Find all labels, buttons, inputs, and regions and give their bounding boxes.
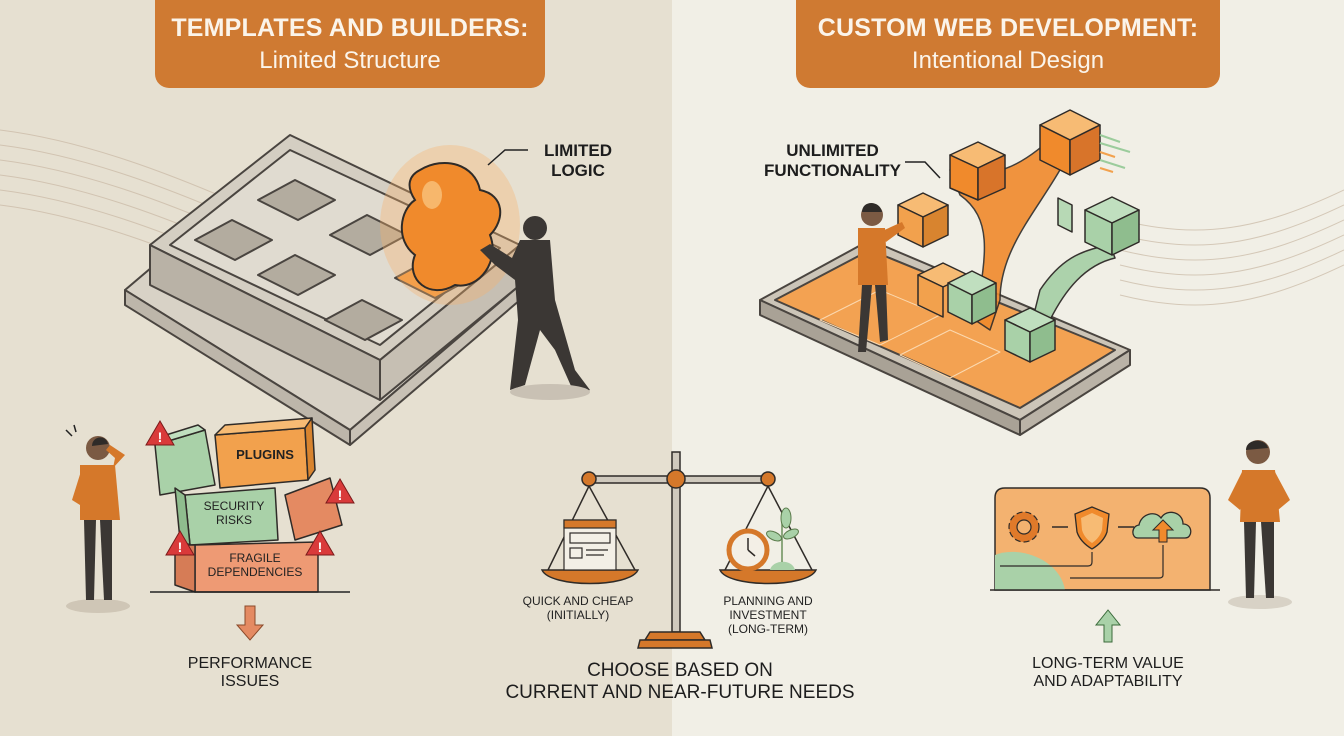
label-line: CURRENT AND NEAR-FUTURE NEEDS	[505, 681, 855, 703]
unlimited-functionality-callout-line	[905, 161, 941, 179]
template-tray	[124, 134, 521, 446]
custom-dev-banner: CUSTOM WEB DEVELOPMENT: Intentional Desi…	[796, 0, 1220, 88]
fragile-dependencies-label: FRAGILE DEPENDENCIES	[195, 551, 315, 580]
label-line: PERFORMANCE	[187, 655, 313, 672]
box-stack	[149, 417, 350, 593]
shield-icon	[1074, 506, 1110, 550]
callout-line: UNLIMITED	[786, 141, 879, 160]
custom-dev-banner-subtitle: Intentional Design	[911, 47, 1105, 74]
warning-icons: ! ! ! !	[145, 420, 355, 556]
limited-logic-callout-line	[487, 149, 528, 166]
value-panel	[990, 487, 1220, 591]
templates-banner-subtitle: Limited Structure	[259, 47, 441, 74]
balance-scale	[540, 451, 818, 649]
warning-icon: !	[325, 478, 355, 504]
long-term-value-label: LONG-TERM VALUE AND ADAPTABILITY	[1008, 655, 1208, 692]
label-line: DEPENDENCIES	[207, 564, 303, 579]
person-building-figure	[858, 203, 905, 352]
label-line: (LONG-TERM)	[728, 621, 808, 636]
confident-person-figure	[1228, 440, 1292, 609]
tablet-platform	[759, 239, 1131, 436]
label-line: ISSUES	[220, 673, 280, 691]
label-line: LONG-TERM VALUE	[1032, 655, 1184, 672]
building-blocks	[897, 109, 1140, 363]
limited-logic-label: LIMITED LOGIC	[528, 141, 628, 180]
custom-dev-banner-title: CUSTOM WEB DEVELOPMENT:	[817, 14, 1199, 42]
decorative-wave-lines-right	[1119, 189, 1344, 306]
unlimited-functionality-label: UNLIMITED FUNCTIONALITY	[760, 141, 905, 180]
limited-logic-blob	[380, 145, 520, 305]
label-line: INVESTMENT	[729, 607, 807, 622]
planning-investment-label: PLANNING AND INVESTMENT (LONG-TERM)	[708, 594, 828, 636]
label-line: QUICK AND CHEAP	[522, 594, 634, 608]
callout-line: FUNCTIONALITY	[764, 160, 901, 180]
templates-banner-title: TEMPLATES AND BUILDERS:	[171, 14, 529, 42]
warning-icon: !	[165, 530, 195, 556]
warning-icon: !	[305, 530, 335, 556]
figure-pushing-blob	[480, 216, 590, 400]
gear-icon	[1008, 511, 1040, 543]
cloud-upload-icon	[1132, 511, 1192, 543]
clock-plant-icon	[726, 507, 799, 572]
label-line: (INITIALLY)	[546, 607, 610, 622]
callout-line: LOGIC	[551, 160, 605, 180]
label-line: AND ADAPTABILITY	[1033, 673, 1183, 691]
callout-line: LIMITED	[544, 141, 612, 160]
down-arrow-icon	[235, 605, 265, 641]
svg-text:!: !	[338, 487, 343, 503]
stressed-person-figure	[65, 424, 130, 613]
up-arrow-icon	[1094, 609, 1122, 643]
security-risks-label: SECURITY RISKS	[195, 499, 273, 528]
webpage-icon	[563, 519, 617, 571]
label-line: FRAGILE	[229, 551, 281, 565]
conclusion-text: CHOOSE BASED ON CURRENT AND NEAR-FUTURE …	[470, 660, 890, 704]
svg-text:!: !	[178, 539, 183, 555]
label-line: PLANNING AND	[723, 594, 813, 608]
plugins-label: PLUGINS	[236, 447, 294, 462]
label-line: SECURITY	[203, 499, 265, 513]
code-snippet-decoration	[1099, 134, 1131, 173]
performance-issues-label: PERFORMANCE ISSUES	[160, 655, 340, 692]
label-line: RISKS	[215, 512, 252, 527]
svg-text:!: !	[158, 429, 163, 445]
label-line: CHOOSE BASED ON	[587, 660, 773, 681]
warning-icon: !	[145, 420, 175, 446]
quick-and-cheap-label: QUICK AND CHEAP (INITIALLY)	[518, 594, 638, 623]
templates-banner: TEMPLATES AND BUILDERS: Limited Structur…	[155, 0, 545, 88]
svg-text:!: !	[318, 539, 323, 555]
